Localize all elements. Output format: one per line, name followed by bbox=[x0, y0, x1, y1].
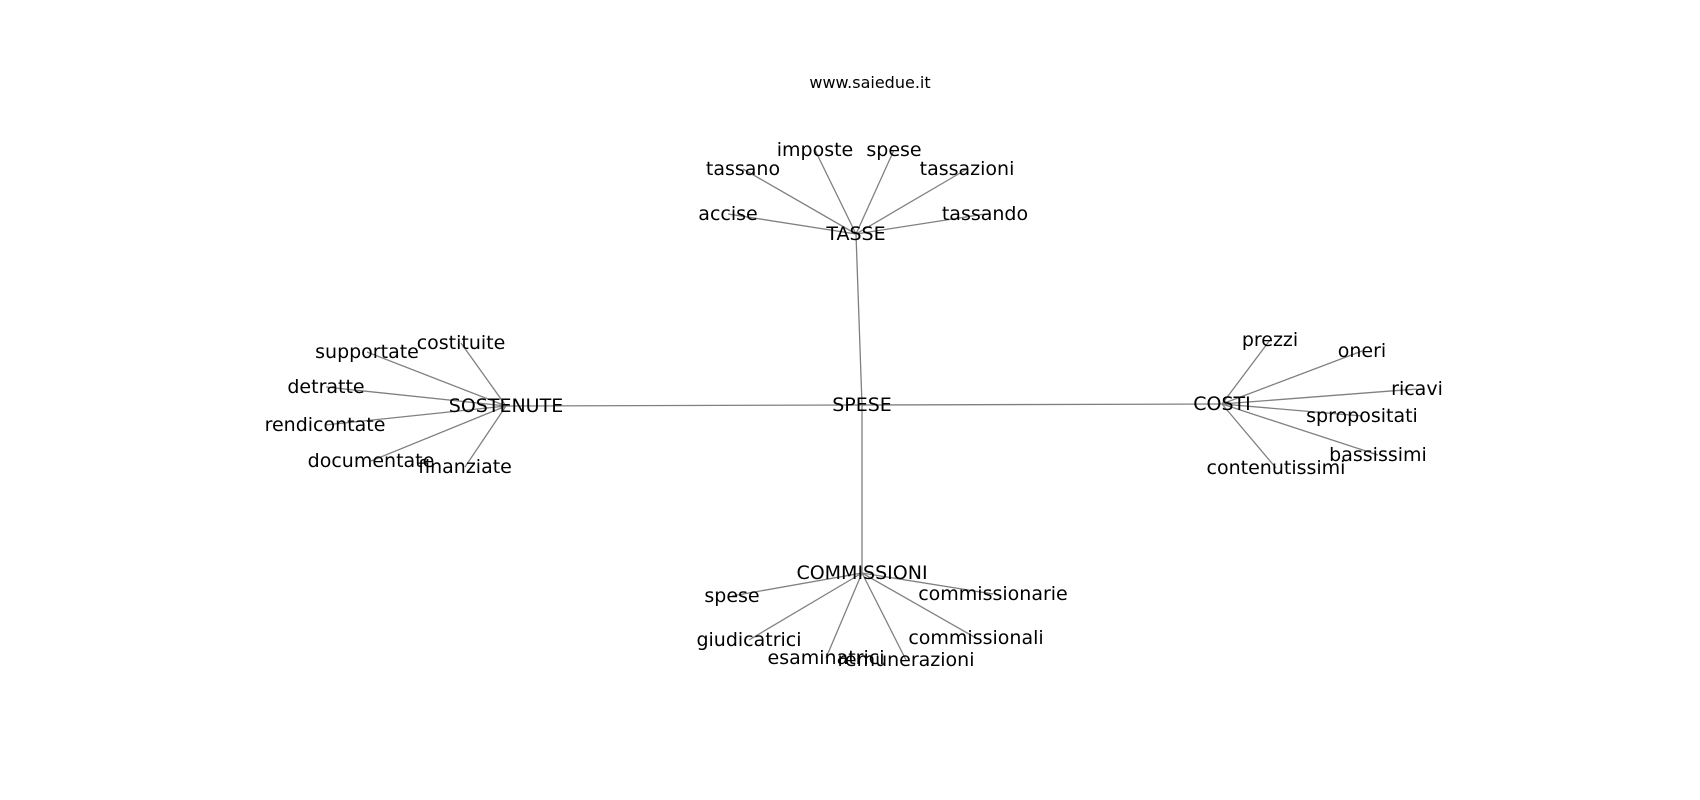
node-leaf-costi-ricavi: ricavi bbox=[1391, 378, 1443, 400]
edge-sostenute-detratte bbox=[325, 386, 507, 407]
edge-sostenute-finanziate bbox=[464, 405, 507, 468]
node-leaf-sostenute-finanziate: finanziate bbox=[418, 456, 512, 478]
edge-sostenute-costituite bbox=[460, 342, 507, 407]
node-leaf-sostenute-detratte: detratte bbox=[287, 376, 364, 398]
node-leaf-tasse-tassando: tassando bbox=[942, 203, 1028, 225]
edge-tasse-tassando bbox=[855, 213, 986, 235]
node-hub-commissioni: COMMISSIONI bbox=[796, 562, 927, 584]
node-leaf-costi-prezzi: prezzi bbox=[1242, 329, 1298, 351]
edge-commissioni-giudicatrici bbox=[748, 572, 863, 641]
edge-costi-bassissimi bbox=[1221, 403, 1379, 456]
edge-root-costi bbox=[861, 403, 1223, 406]
edge-costi-spropositati bbox=[1221, 403, 1363, 417]
edge-tasse-tassazioni bbox=[855, 168, 968, 235]
node-hub-sostenute: SOSTENUTE bbox=[449, 395, 563, 417]
edge-tasse-spese bbox=[855, 149, 895, 235]
node-root-spese: SPESE bbox=[832, 394, 892, 416]
node-leaf-costi-spropositati: spropositati bbox=[1306, 405, 1418, 427]
node-leaf-tasse-imposte: imposte bbox=[777, 139, 854, 161]
edge-tasse-imposte bbox=[814, 149, 857, 235]
edge-costi-ricavi bbox=[1221, 388, 1418, 405]
site-title: www.saiedue.it bbox=[809, 73, 930, 92]
edge-costi-prezzi bbox=[1221, 339, 1271, 405]
edge-root-sostenute bbox=[505, 404, 863, 407]
edge-commissioni-spese bbox=[731, 572, 863, 597]
edge-tasse-accise bbox=[727, 213, 857, 235]
node-leaf-commissioni-giudicatrici: giudicatrici bbox=[696, 629, 801, 651]
node-leaf-tasse-tassano: tassano bbox=[706, 158, 780, 180]
node-leaf-tasse-tassazioni: tassazioni bbox=[920, 158, 1015, 180]
edge-sostenute-supportate bbox=[366, 351, 507, 407]
node-hub-costi: COSTI bbox=[1193, 393, 1251, 415]
node-leaf-sostenute-documentate: documentate bbox=[308, 450, 435, 472]
node-leaf-commissioni-esaminatrici: esaminatrici bbox=[768, 647, 885, 669]
node-leaf-commissioni-commissionarie: commissionarie bbox=[918, 583, 1068, 605]
edge-commissioni-commissionarie bbox=[861, 572, 994, 595]
edges-layer bbox=[324, 149, 1418, 661]
node-leaf-sostenute-rendicontate: rendicontate bbox=[265, 414, 386, 436]
edge-tasse-tassano bbox=[742, 168, 857, 235]
node-leaf-costi-bassissimi: bassissimi bbox=[1329, 444, 1427, 466]
node-leaf-commissioni-remunerazioni: remunerazioni bbox=[837, 649, 974, 671]
edge-root-tasse bbox=[855, 233, 863, 406]
node-hub-tasse: TASSE bbox=[825, 223, 885, 245]
node-leaf-costi-oneri: oneri bbox=[1338, 340, 1386, 362]
edge-sostenute-rendicontate bbox=[324, 405, 507, 426]
edge-costi-contenutissimi bbox=[1221, 403, 1277, 469]
node-leaf-sostenute-supportate: supportate bbox=[315, 341, 419, 363]
edge-commissioni-remunerazioni bbox=[861, 572, 907, 661]
node-leaf-sostenute-costituite: costituite bbox=[417, 332, 506, 354]
edge-sostenute-documentate bbox=[370, 405, 507, 462]
edge-commissioni-esaminatrici bbox=[825, 572, 863, 659]
edge-commissioni-commissionali bbox=[861, 572, 977, 639]
edge-costi-oneri bbox=[1221, 350, 1363, 405]
node-leaf-tasse-spese: spese bbox=[866, 139, 921, 161]
node-leaf-commissioni-spese: spese bbox=[704, 585, 759, 607]
node-leaf-costi-contenutissimi: contenutissimi bbox=[1207, 457, 1346, 479]
node-leaf-tasse-accise: accise bbox=[698, 203, 757, 225]
node-leaf-commissioni-commissionali: commissionali bbox=[908, 627, 1043, 649]
